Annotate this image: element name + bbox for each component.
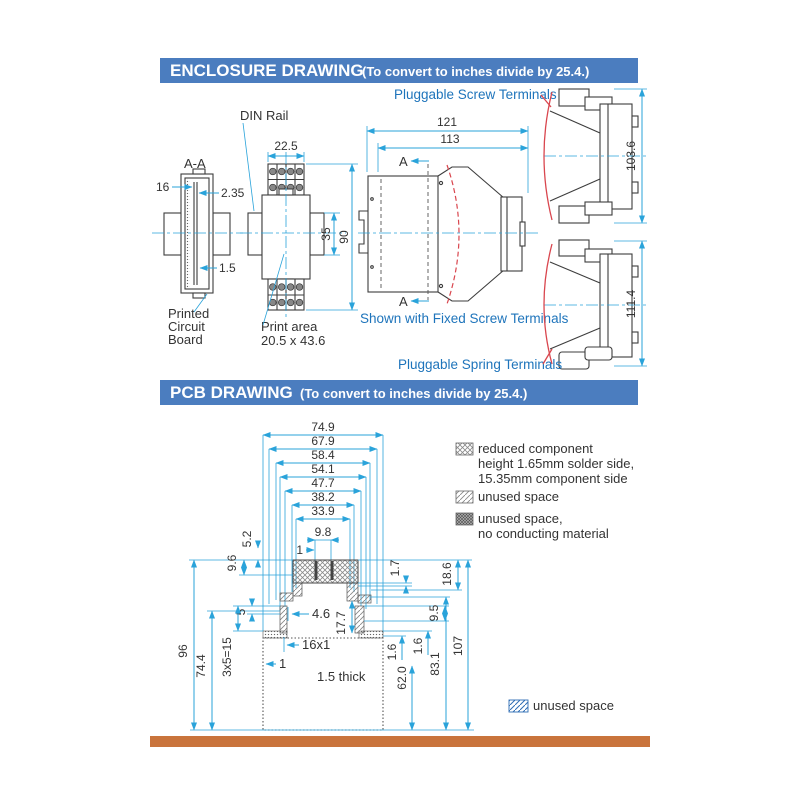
pcb-drawing: 74.9 67.9 58.4 54.1 47.7 38.2 33.9 9.8 [150,420,650,747]
section-view-aa: A-A 16 2.35 1.5 Printed Circuit Board [152,156,245,347]
pcb-body [262,637,384,731]
dim-47-7: 47.7 [311,476,335,490]
dim-113: 113 [440,132,459,146]
enclosure-header: ENCLOSURE DRAWING (To convert to inches … [160,58,638,83]
dim-1-5: 1.5 [219,261,236,275]
pcb-legend: reduced component height 1.65mm solder s… [455,441,634,541]
front-view: 22.5 DIN Rail 35 90 Print area 20.5 x 43… [240,108,358,348]
section-marker-top: A [399,154,408,169]
screw-terminal-view: Pluggable Screw Terminals 103.6 [394,87,648,224]
dim-1-6-b: 1.6 [411,637,425,654]
dim-9-5: 9.5 [427,604,441,621]
dim-54-1: 54.1 [311,462,335,476]
legend-unused-line-1: unused space [478,489,559,504]
right-dimensions: 1.7 18.6 9.5 1.6 1.6 62.0 83.1 107 [190,559,474,731]
pluggable-spring-label: Pluggable Spring Terminals [398,357,562,372]
pcb-label-3: Board [168,332,203,347]
dim-16x1: 16x1 [302,637,330,652]
top-dimension-stack: 74.9 67.9 58.4 54.1 47.7 38.2 33.9 9.8 [262,420,384,633]
enclosure-drawing: A-A 16 2.35 1.5 Printed Circuit Board [152,87,648,372]
pcb-header-bar [160,380,638,405]
side-view: 121 113 A A Shown with Fixed Screw Termi… [358,115,569,326]
legend-noconduct-line-2: no conducting material [478,526,609,541]
dim-2-35: 2.35 [221,186,245,200]
dim-9-6: 9.6 [225,554,239,571]
legend-reduced-line-3: 15.35mm component side [478,471,628,486]
section-label: A-A [184,156,206,171]
legend-swatch-no-conducting [455,512,474,526]
dim-107: 107 [451,636,465,656]
enclosure-header-bar [160,58,638,83]
dim-9-8: 9.8 [315,525,332,539]
dim-83-1: 83.1 [428,652,442,676]
dim-111-4: 111.4 [624,290,638,319]
dim-96: 96 [176,644,190,658]
dim-18-6: 18.6 [440,562,454,586]
center-dimensions: 4.6 16x1 1 17.7 1.5 thick [265,600,366,684]
din-rail-label: DIN Rail [240,108,289,123]
pcb-cross-section [262,559,384,731]
print-area-label-2: 20.5 x 43.6 [261,333,325,348]
mounting-surface-bar [150,736,650,747]
bottom-legend: unused space [508,698,614,713]
dim-74-4: 74.4 [194,654,208,678]
print-area-label-1: Print area [261,319,318,334]
dim-90: 90 [337,230,351,244]
dim-1-7: 1.7 [388,559,402,576]
section-marker-bottom: A [399,294,408,309]
enclosure-title: ENCLOSURE DRAWING [170,61,364,80]
dim-16: 16 [156,180,170,194]
dim-58-4: 58.4 [311,448,335,462]
pcb-label-1: Printed [168,306,209,321]
terminal-contacts-top [269,167,304,192]
pcb-header: PCB DRAWING (To convert to inches divide… [160,380,638,405]
dim-5: 5 [234,608,248,615]
dim-1-top: 1 [296,543,303,557]
pcb-label-2: Circuit [168,319,205,334]
dim-5-2: 5.2 [240,530,254,547]
dim-67-9: 67.9 [311,434,335,448]
dim-1-6-a: 1.6 [385,643,399,660]
dim-33-9: 33.9 [311,504,335,518]
pcb-subtitle: (To convert to inches divide by 25.4.) [300,386,527,401]
dim-4-6: 4.6 [312,606,330,621]
dim-38-2: 38.2 [311,490,335,504]
dim-3x5: 3x5=15 [220,637,234,677]
pcb-stipple [186,179,190,288]
bottom-legend-label: unused space [533,698,614,713]
dim-103-6: 103.6 [624,141,638,171]
spring-terminal-view: 111.4 Pluggable Spring Terminals [398,239,648,372]
dim-35: 35 [319,227,333,241]
fixed-screw-label: Shown with Fixed Screw Terminals [360,311,569,326]
thickness-note: 1.5 thick [317,669,366,684]
dim-22-5: 22.5 [274,139,298,153]
legend-reduced-line-2: height 1.65mm solder side, [478,456,634,471]
legend-swatch-reduced-height [455,442,474,456]
legend-swatch-unused-space-blue [508,699,529,713]
dim-1-bottom: 1 [279,656,286,671]
dim-62-0: 62.0 [395,666,409,690]
pluggable-screw-label: Pluggable Screw Terminals [394,87,557,102]
left-dimensions: 5.2 9.6 5 96 74.4 3x5=15 [176,530,293,731]
legend-reduced-line-1: reduced component [478,441,593,456]
dim-121: 121 [437,115,457,129]
dim-74-9: 74.9 [311,420,335,434]
dim-17-7: 17.7 [334,611,348,635]
legend-noconduct-line-1: unused space, [478,511,563,526]
enclosure-subtitle: (To convert to inches divide by 25.4.) [362,64,589,79]
legend-swatch-unused [455,490,474,504]
reduced-height-zone [292,559,359,584]
pcb-title: PCB DRAWING [170,383,293,402]
